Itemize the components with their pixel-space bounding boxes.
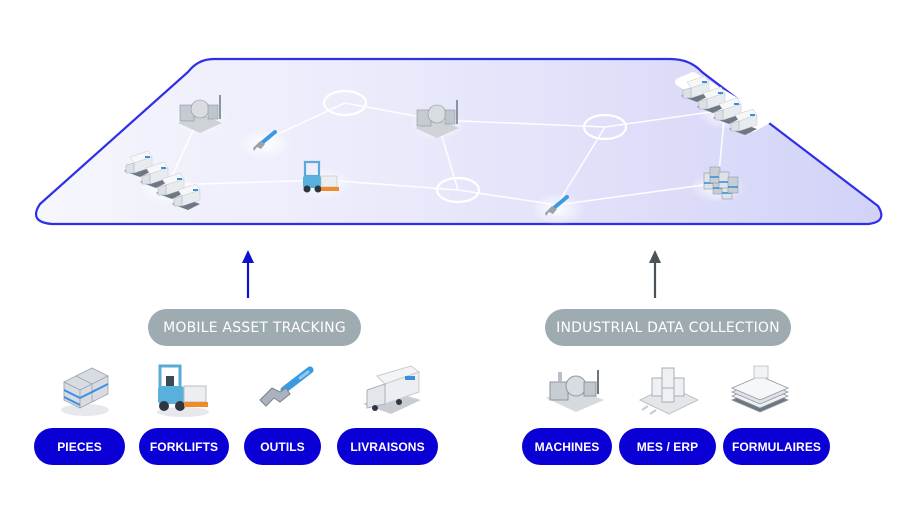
wrench-icon [237, 128, 293, 160]
empty-node [322, 89, 368, 117]
button-outils[interactable]: OUTILS [244, 428, 321, 465]
empty-node [582, 113, 628, 141]
arrow-up-icon [649, 250, 661, 298]
button-forklifts[interactable]: FORKLIFTS [139, 428, 229, 465]
forklift-icon [297, 160, 353, 200]
form-stack-icon [726, 360, 796, 420]
button-formulaires[interactable]: FORMULAIRES [723, 428, 830, 465]
machine-icon [409, 100, 465, 140]
network-link [436, 119, 606, 128]
machine-icon [540, 360, 610, 420]
pallet-stack-icon [50, 360, 120, 420]
wrench-icon [529, 193, 585, 225]
button-pieces[interactable]: PIECES [34, 428, 125, 465]
truck-fleet-icon [675, 72, 771, 135]
server-building-icon [634, 360, 704, 420]
empty-node [435, 176, 481, 204]
forklift-icon [148, 360, 218, 420]
button-mes-erp[interactable]: MES / ERP [619, 428, 716, 465]
wrench-icon [250, 360, 320, 420]
button-machines[interactable]: MACHINES [522, 428, 612, 465]
group-title-industrial-data-collection: INDUSTRIAL DATA COLLECTION [545, 309, 791, 346]
network-link [556, 126, 606, 206]
delivery-truck-icon [355, 360, 425, 420]
network-nodes [124, 72, 771, 225]
truck-fleet-icon [124, 150, 201, 210]
arrow-up-icon [242, 250, 254, 298]
machine-icon [172, 95, 228, 135]
button-livraisons[interactable]: LIVRAISONS [337, 428, 438, 465]
group-title-mobile-asset-tracking: MOBILE ASSET TRACKING [148, 309, 361, 346]
pallet-stack-icon [690, 166, 746, 203]
